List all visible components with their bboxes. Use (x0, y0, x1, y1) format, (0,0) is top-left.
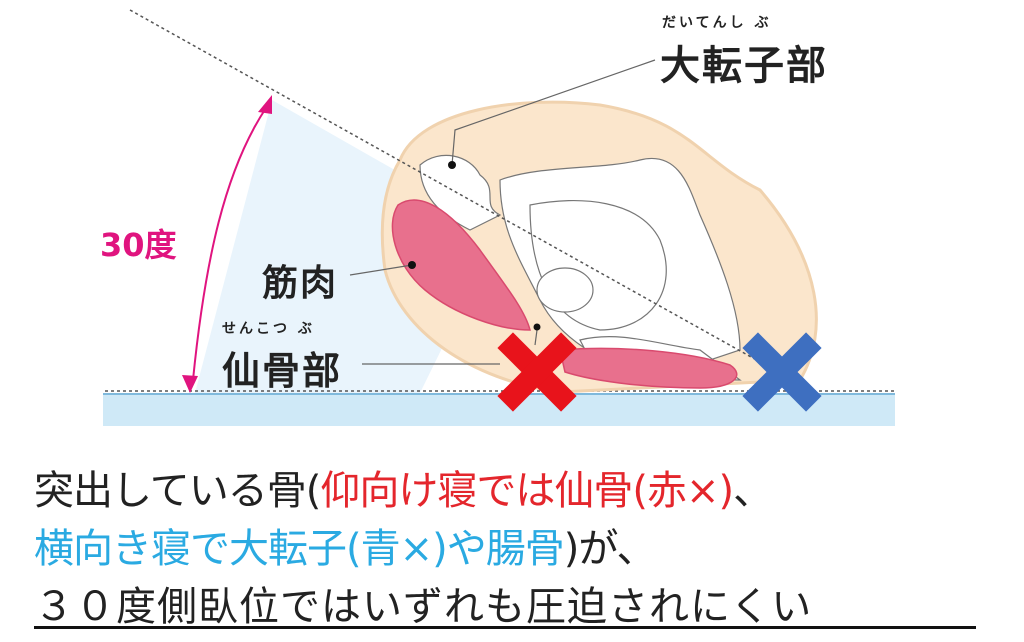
caption-supine-text: 仰向け寝では仙骨(赤×) (320, 468, 734, 514)
bones (419, 154, 742, 381)
caption-text: 突出している骨( (34, 468, 321, 514)
muscle-label: 筋肉 (262, 263, 339, 304)
trochanter-ruby: だいてんし ぶ (662, 15, 772, 31)
tilt-line-dashed (129, 9, 761, 363)
angle-label: 30度 (100, 226, 177, 264)
leader-dots (408, 161, 541, 331)
trochanter-label: 大転子部 (660, 43, 828, 89)
caption-text: 、 (733, 468, 773, 514)
sacrum-ruby: せんこつ ぶ (222, 321, 315, 337)
red-x-mark (497, 332, 577, 412)
muscle-shape (391, 199, 738, 389)
caption-text: )が、 (563, 526, 657, 572)
caption-lateral-text: 横向き寝で大転子(青×)や腸骨 (34, 526, 565, 572)
caption-line-1: 突出している骨(仰向け寝では仙骨(赤×)、 (34, 458, 773, 516)
leader-lines (349, 59, 656, 365)
caption-line-3: ３０度側臥位ではいずれも圧迫されにくい (34, 584, 813, 630)
blue-x-mark (742, 332, 822, 412)
bed-surface (103, 394, 895, 426)
sacrum-label: 仙骨部 (222, 349, 343, 393)
angle-arc (182, 95, 272, 393)
caption-line-2: 横向き寝で大転子(青×)や腸骨)が、 (34, 516, 657, 574)
caption-underline (34, 626, 976, 629)
